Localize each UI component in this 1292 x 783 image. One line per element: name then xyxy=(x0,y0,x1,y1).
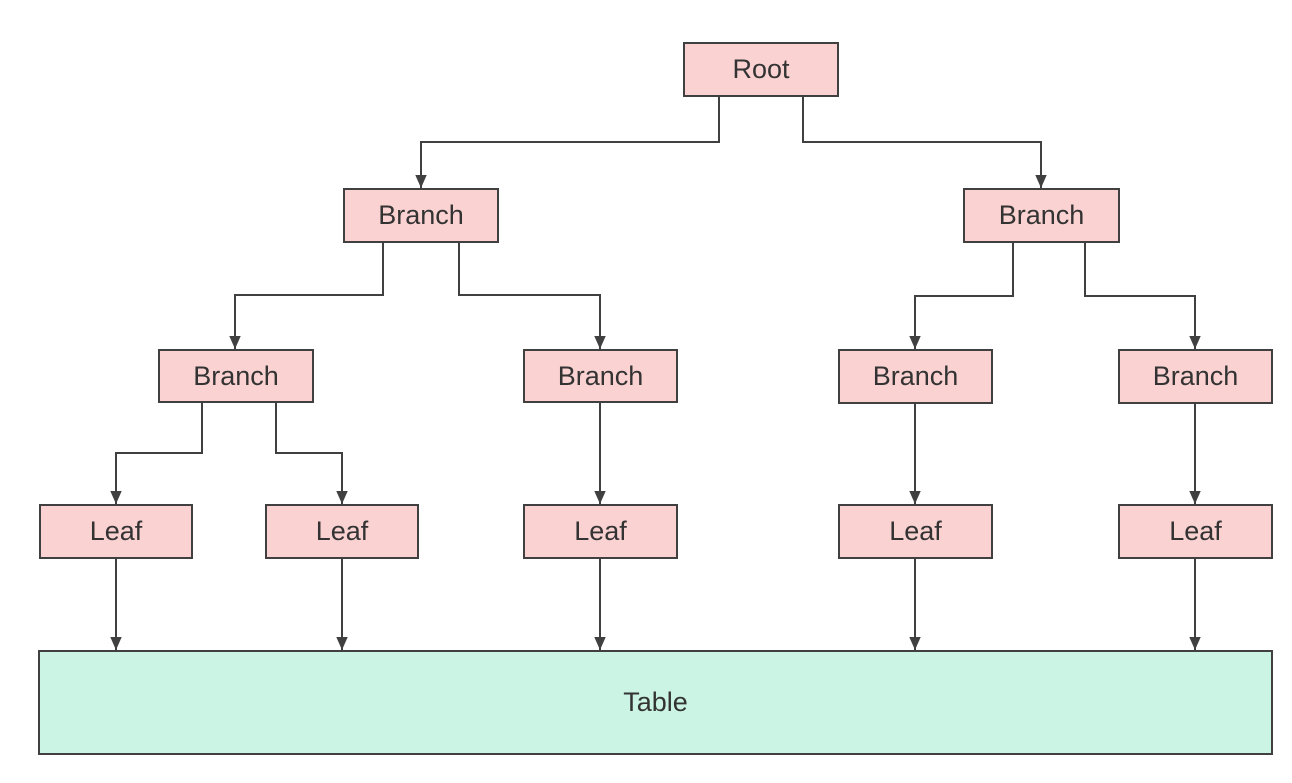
node-branch-left[interactable]: Branch xyxy=(343,188,499,243)
edge-root-branch-right xyxy=(802,96,1047,188)
node-root-label: Root xyxy=(732,54,790,84)
node-branch-left-label: Branch xyxy=(378,200,464,230)
edge-branchL-branchL2 xyxy=(458,242,606,349)
edge-branchL1-leaf2 xyxy=(275,402,348,504)
node-leaf-4[interactable]: Leaf xyxy=(838,504,993,559)
node-branch-right-1[interactable]: Branch xyxy=(838,349,993,404)
node-branch-right-label: Branch xyxy=(998,200,1085,230)
edge-root-branch-left xyxy=(415,96,720,188)
node-branch-left-1[interactable]: Branch xyxy=(158,349,314,403)
node-leaf-4-label: Leaf xyxy=(889,516,942,546)
node-branch-left-1-label: Branch xyxy=(193,360,279,391)
node-leaf-2-label: Leaf xyxy=(315,516,369,546)
node-branch-left-2[interactable]: Branch xyxy=(523,349,678,403)
node-leaf-1-label: Leaf xyxy=(89,516,143,546)
node-table-label: Table xyxy=(623,687,688,717)
node-branch-right-1-label: Branch xyxy=(872,361,959,391)
node-leaf-3-label: Leaf xyxy=(574,516,627,546)
node-leaf-5-label: Leaf xyxy=(1169,516,1222,546)
node-root[interactable]: Root xyxy=(683,42,839,97)
node-leaf-3[interactable]: Leaf xyxy=(523,504,678,559)
node-branch-right-2[interactable]: Branch xyxy=(1118,349,1273,404)
node-leaf-5[interactable]: Leaf xyxy=(1118,504,1273,559)
edge-branchR-branchR1 xyxy=(909,242,1014,349)
edge-branchR-branchR2 xyxy=(1084,242,1201,349)
node-table[interactable]: Table xyxy=(38,650,1273,755)
node-branch-left-2-label: Branch xyxy=(557,360,644,391)
edge-branchL-branchL1 xyxy=(229,242,384,349)
node-branch-right[interactable]: Branch xyxy=(963,188,1120,243)
node-leaf-1[interactable]: Leaf xyxy=(39,504,193,559)
edge-branchL1-leaf1 xyxy=(110,402,203,504)
node-leaf-2[interactable]: Leaf xyxy=(265,504,419,559)
node-branch-right-2-label: Branch xyxy=(1152,361,1239,391)
